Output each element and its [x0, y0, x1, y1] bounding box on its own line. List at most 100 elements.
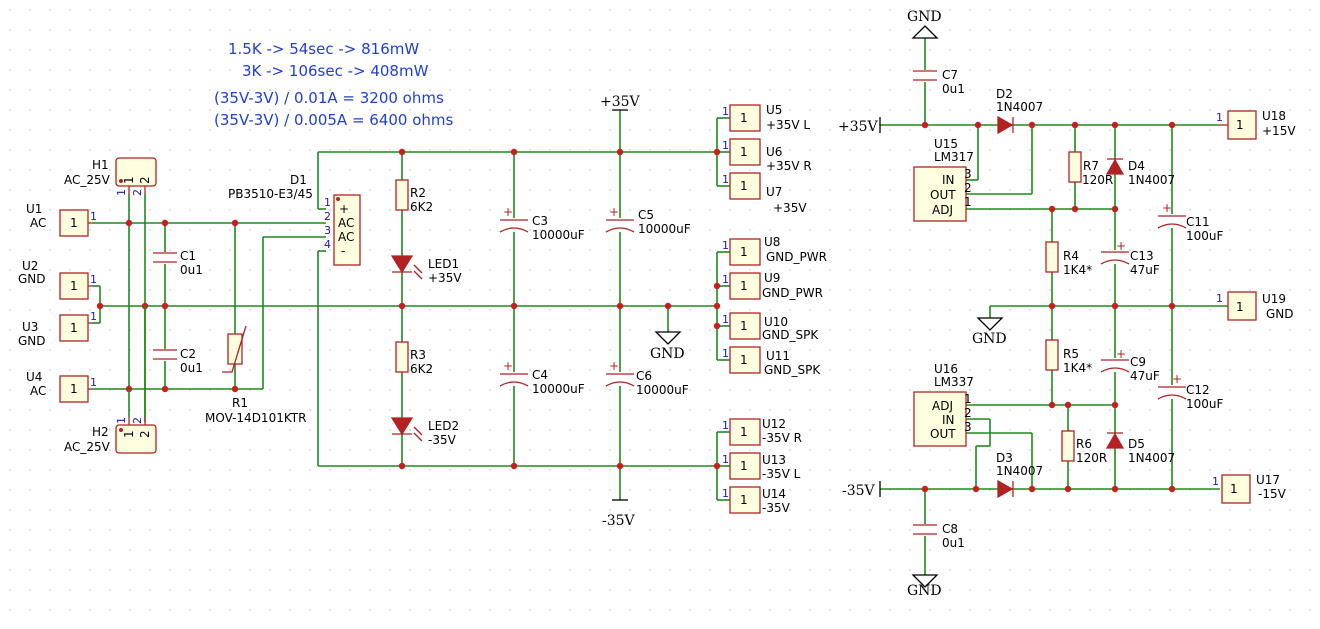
connector-u19[interactable]: 1 1 U19 GND: [1216, 291, 1294, 321]
u10-value: GND_SPK: [762, 328, 819, 342]
capacitor-c4[interactable]: + C4 10000uF: [499, 359, 585, 396]
h1-value: AC_25V: [64, 173, 111, 187]
svg-text:1: 1: [70, 382, 78, 396]
svg-text:1: 1: [740, 279, 748, 293]
resistor-r3[interactable]: R3 6K2: [395, 341, 433, 376]
bridge-rectifier-d1[interactable]: + AC AC - 1 2 3 4 D1 PB3510-E3/45: [228, 173, 361, 266]
d2-ref: D2: [996, 87, 1013, 101]
connector-u9[interactable]: 1 1 U9 GND_PWR: [722, 271, 823, 300]
svg-text:1: 1: [1230, 482, 1238, 496]
svg-text:1: 1: [1212, 475, 1219, 488]
svg-text:1: 1: [722, 239, 729, 252]
r1-ref: R1: [232, 396, 248, 410]
capacitor-c6[interactable]: + C6 10000uF: [605, 359, 689, 397]
note-line-1: 1.5K -> 54sec -> 816mW: [228, 40, 419, 58]
r5-ref: R5: [1063, 347, 1079, 361]
resistor-r7[interactable]: R7 120R: [1068, 151, 1113, 187]
svg-text:1: 1: [964, 392, 972, 406]
resistor-r2[interactable]: R2 6K2: [395, 179, 433, 214]
connector-u13[interactable]: 1 1 U13 -35V L: [722, 452, 801, 481]
svg-text:1: 1: [740, 353, 748, 367]
connector-u5[interactable]: 1 1 U5 +35V L: [722, 103, 810, 132]
svg-text:+: +: [1116, 239, 1126, 253]
c11-value: 100uF: [1186, 229, 1224, 243]
u2-value: GND: [18, 272, 46, 286]
r7-ref: R7: [1083, 159, 1099, 173]
ground-symbol-bottom: GND: [907, 574, 942, 599]
capacitor-c5[interactable]: + C5 10000uF: [605, 205, 691, 236]
led-led2[interactable]: LED2 -35V: [390, 417, 459, 447]
capacitor-c3[interactable]: + C3 10000uF: [499, 205, 585, 242]
capacitor-c12[interactable]: + C12 100uF: [1157, 372, 1224, 411]
r1-value: MOV-14D101KTR: [205, 411, 306, 425]
diode-d4[interactable]: D4 1N4007: [1105, 158, 1175, 187]
d5-value: 1N4007: [1128, 451, 1175, 465]
svg-text:GND: GND: [907, 9, 942, 25]
header-h2[interactable]: 1 2 1 2 H2 AC_25V: [64, 417, 157, 454]
diode-d5[interactable]: D5 1N4007: [1105, 432, 1175, 465]
connector-u6[interactable]: 1 1 U6 +35V R: [722, 138, 812, 173]
resistor-r6[interactable]: R6 120R: [1061, 430, 1107, 465]
svg-text:1: 1: [115, 417, 128, 424]
connector-u10[interactable]: 1 1 U10 GND_SPK: [722, 312, 819, 342]
capacitor-c1[interactable]: C1 0u1: [152, 249, 203, 277]
c5-ref: C5: [638, 208, 654, 222]
svg-text:2: 2: [131, 189, 144, 196]
r4-value: 1K4*: [1063, 263, 1092, 277]
c7-ref: C7: [942, 68, 958, 82]
connector-u4[interactable]: 1 1 U4 AC: [26, 370, 97, 403]
svg-text:1: 1: [115, 189, 128, 196]
svg-text:1: 1: [964, 195, 972, 209]
u15-ref: U15: [934, 137, 958, 151]
connector-u7[interactable]: 1 1 U7 +35V: [722, 172, 807, 215]
h2-value: AC_25V: [64, 440, 111, 454]
svg-text:+: +: [503, 359, 513, 373]
capacitor-c11[interactable]: + C11 100uF: [1157, 201, 1224, 243]
design-notes: 1.5K -> 54sec -> 816mW 3K -> 106sec -> 4…: [214, 40, 454, 129]
svg-text:1: 1: [70, 321, 78, 335]
diode-d2[interactable]: D2 1N4007: [996, 87, 1043, 135]
svg-text:1: 1: [722, 105, 729, 118]
c12-ref: C12: [1186, 383, 1210, 397]
r3-ref: R3: [410, 348, 426, 362]
svg-text:1: 1: [1216, 292, 1223, 305]
svg-text:2: 2: [138, 176, 152, 184]
connector-u2[interactable]: 1 1 U2 GND: [18, 259, 97, 300]
capacitor-c8[interactable]: C8 0u1: [912, 522, 965, 550]
connector-u14[interactable]: 1 1 U14 -35V: [722, 486, 791, 515]
svg-text:1: 1: [722, 347, 729, 360]
connector-u3[interactable]: 1 1 U3 GND: [18, 310, 97, 348]
svg-text:OUT: OUT: [930, 427, 956, 441]
resistor-r4[interactable]: R4 1K4*: [1045, 241, 1092, 277]
u7-value: +35V: [773, 201, 807, 215]
c9-ref: C9: [1130, 355, 1146, 369]
header-h1[interactable]: 1 2 1 2 H1 AC_25V: [64, 157, 157, 196]
capacitor-c2[interactable]: C2 0u1: [152, 347, 203, 375]
r6-ref: R6: [1076, 437, 1092, 451]
c12-value: 100uF: [1186, 397, 1224, 411]
svg-text:AC: AC: [338, 216, 354, 230]
led-led1[interactable]: LED1 +35V: [390, 255, 462, 285]
svg-text:1: 1: [1216, 111, 1223, 124]
varistor-r1[interactable]: R1 MOV-14D101KTR: [205, 325, 306, 425]
u17-value: -15V: [1258, 487, 1287, 501]
diode-d3[interactable]: D3 1N4007: [996, 451, 1043, 499]
capacitor-c13[interactable]: + C13 47uF: [1100, 239, 1160, 277]
capacitor-c7[interactable]: C7 0u1: [912, 68, 965, 96]
svg-text:1: 1: [722, 487, 729, 500]
connector-u18[interactable]: 1 1 U18 +15V: [1216, 109, 1296, 140]
connector-u8[interactable]: 1 1 U8 GND_PWR: [722, 235, 827, 266]
c4-ref: C4: [532, 368, 548, 382]
h2-ref: H2: [92, 425, 109, 439]
resistor-r5[interactable]: R5 1K4*: [1045, 339, 1092, 375]
r4-ref: R4: [1063, 249, 1079, 263]
svg-text:IN: IN: [942, 413, 955, 427]
connector-u17[interactable]: 1 1 U17 -15V: [1212, 473, 1287, 504]
regulator-u16[interactable]: ADJ IN OUT 1 2 3 U16 LM337: [913, 362, 974, 447]
connector-u12[interactable]: 1 1 U12 -35V R: [722, 417, 802, 446]
connector-u11[interactable]: 1 1 U11 GND_SPK: [722, 346, 821, 377]
capacitor-c9[interactable]: + C9 47uF: [1100, 347, 1160, 383]
connector-u1[interactable]: 1 1 U1 AC: [26, 202, 97, 237]
regulator-u15[interactable]: IN OUT ADJ 3 2 1 U15 LM317: [913, 137, 974, 222]
u7-ref: U7: [766, 185, 782, 199]
